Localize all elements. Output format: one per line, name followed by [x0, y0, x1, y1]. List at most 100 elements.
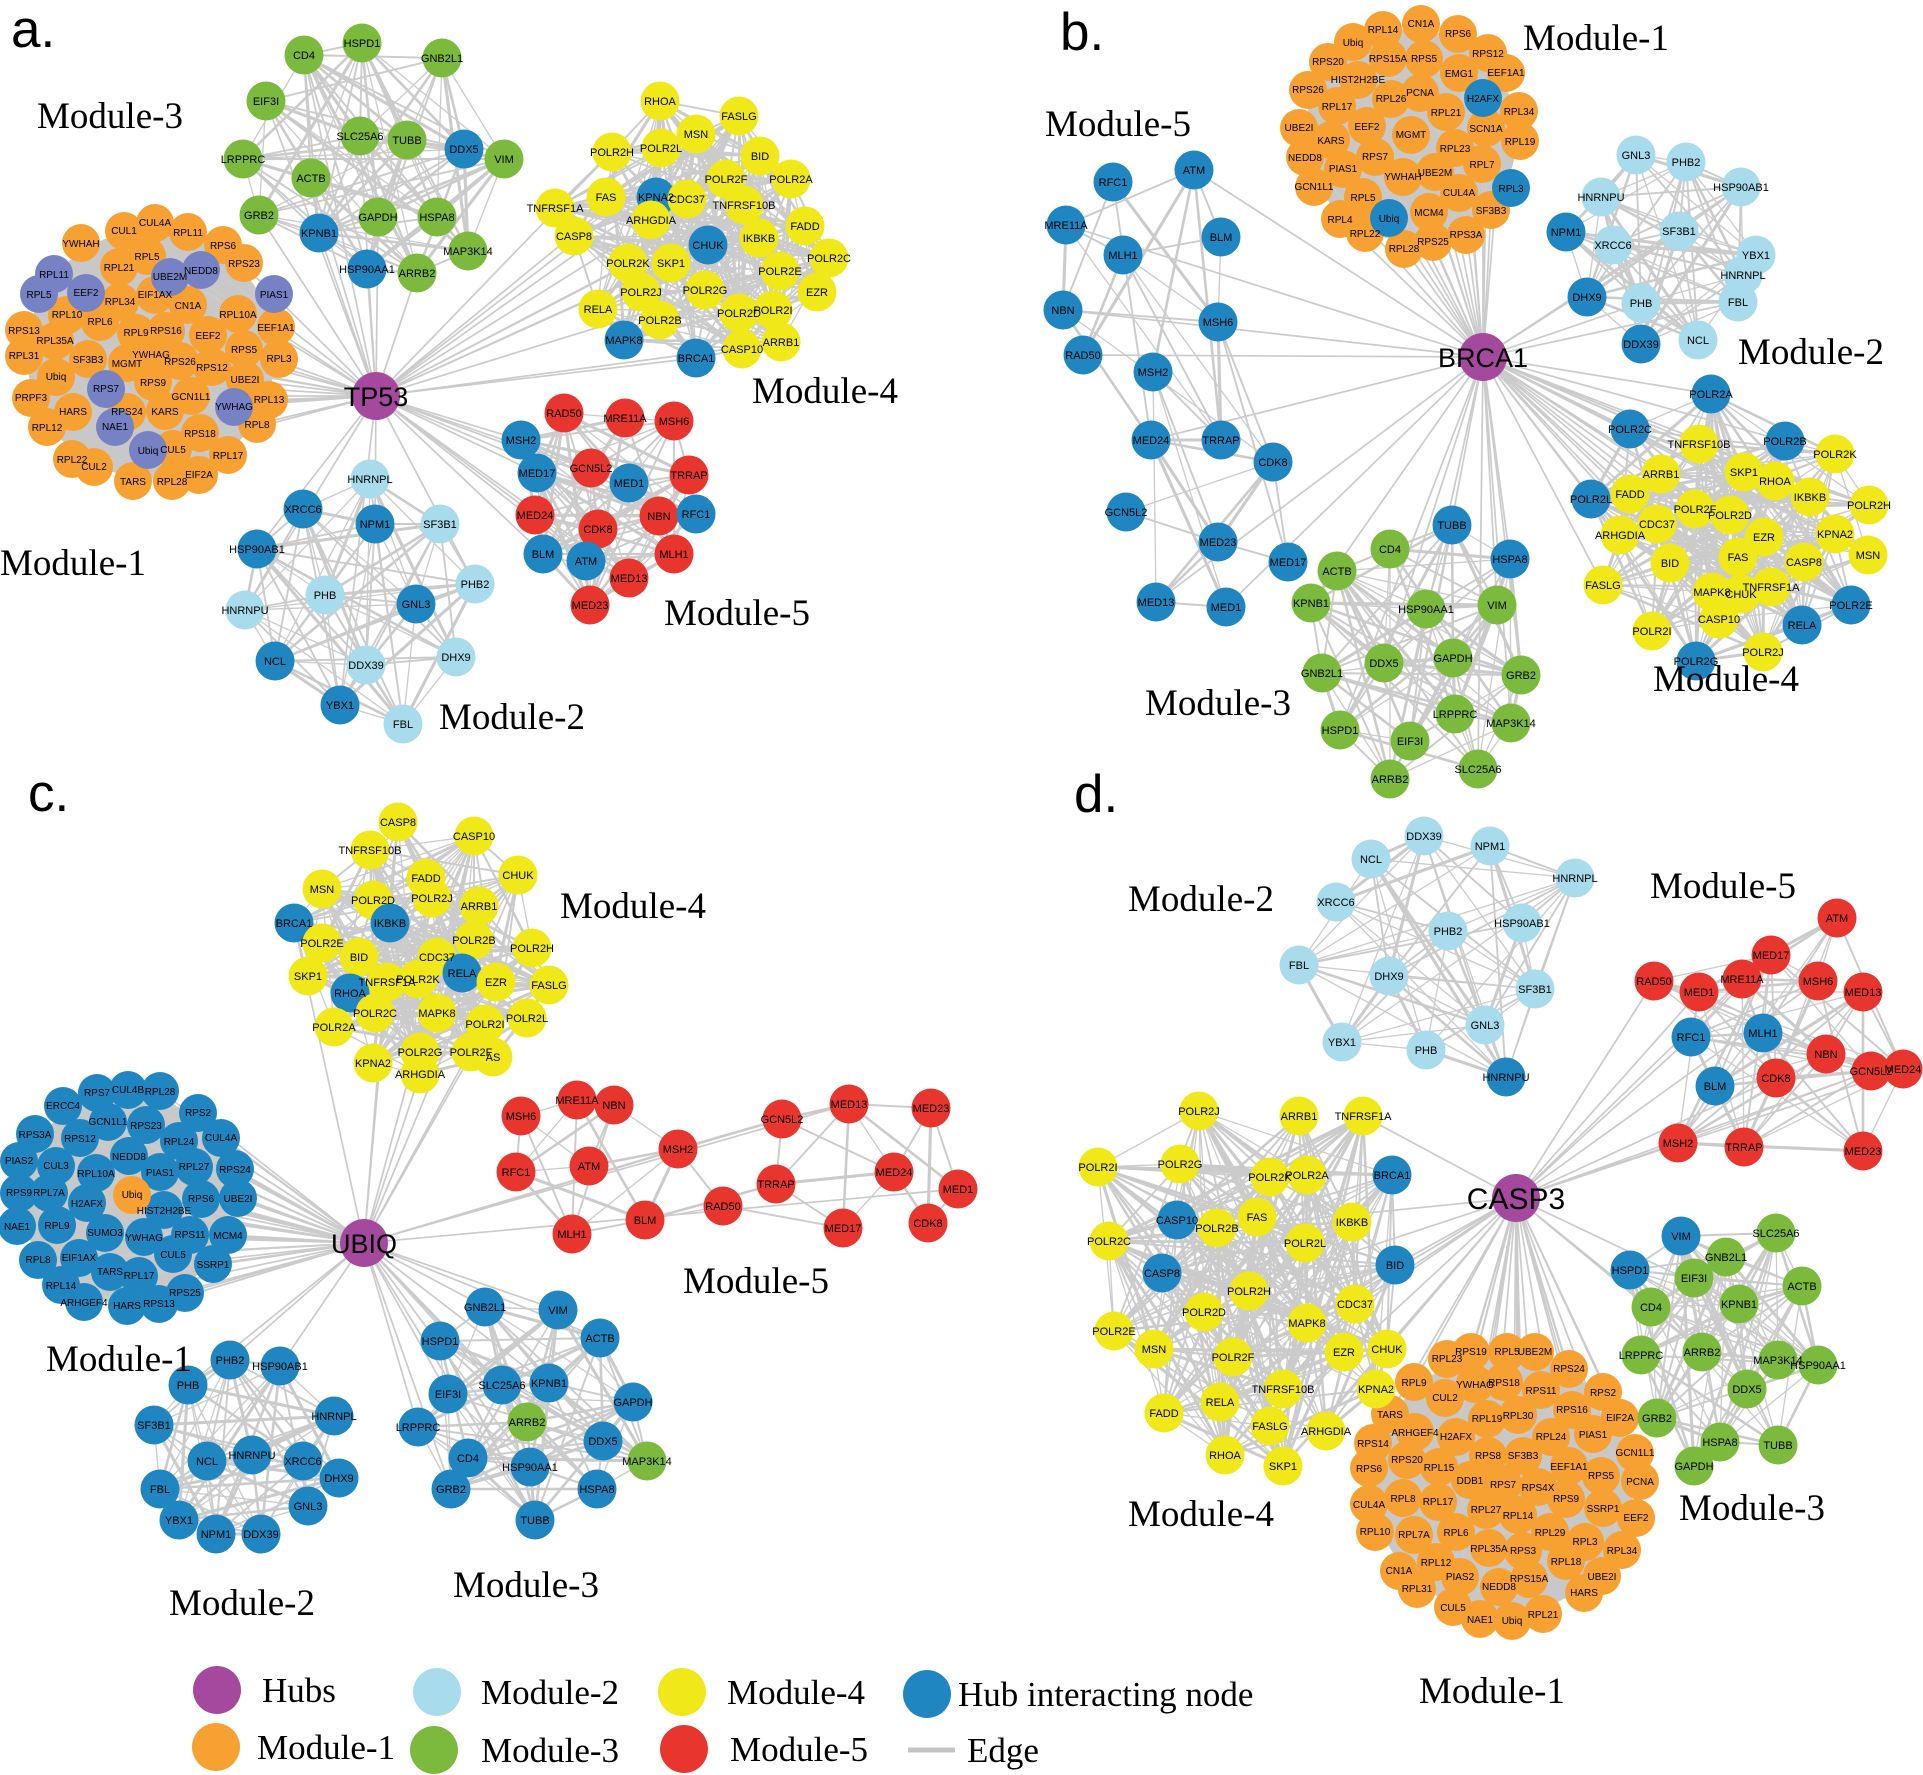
svg-text:NPM1: NPM1 — [201, 1529, 232, 1541]
svg-text:RPL3: RPL3 — [1498, 184, 1523, 195]
svg-text:GNL3: GNL3 — [402, 599, 431, 611]
svg-text:FASLG: FASLG — [721, 111, 756, 123]
svg-text:GNB2L1: GNB2L1 — [421, 53, 463, 65]
svg-text:HSPA8: HSPA8 — [579, 1484, 614, 1496]
svg-text:POLR2D: POLR2D — [351, 895, 395, 907]
svg-text:EEF2: EEF2 — [1354, 122, 1379, 133]
svg-text:HSPD1: HSPD1 — [422, 1336, 459, 1348]
svg-text:EEF1A1: EEF1A1 — [257, 323, 295, 334]
svg-text:TRRAP: TRRAP — [757, 1179, 794, 1191]
svg-text:NEDD8: NEDD8 — [184, 266, 218, 277]
svg-text:SLC25A6: SLC25A6 — [336, 131, 383, 143]
svg-text:Module-5: Module-5 — [683, 1261, 829, 1302]
svg-text:PHB: PHB — [1415, 1045, 1438, 1057]
svg-text:RPS8: RPS8 — [1475, 1451, 1502, 1462]
svg-text:POLR2B: POLR2B — [1195, 1223, 1238, 1235]
svg-text:POLR2H: POLR2H — [1227, 1286, 1271, 1298]
svg-text:POLR2K: POLR2K — [396, 974, 440, 986]
svg-text:EZR: EZR — [1753, 532, 1775, 544]
svg-text:CASP8: CASP8 — [380, 817, 416, 829]
svg-text:RAD50: RAD50 — [546, 408, 581, 420]
svg-text:MCM4: MCM4 — [213, 1231, 243, 1242]
svg-text:YWHAG: YWHAG — [1456, 1380, 1494, 1391]
svg-text:GCN1L1: GCN1L1 — [172, 392, 211, 403]
svg-text:NBN: NBN — [602, 1100, 625, 1112]
svg-text:YWHAH: YWHAH — [62, 239, 99, 250]
svg-text:CUL4A: CUL4A — [1353, 1500, 1386, 1511]
svg-text:Module-2: Module-2 — [439, 697, 585, 738]
svg-text:CDC37: CDC37 — [669, 194, 705, 206]
svg-text:RPS13: RPS13 — [8, 326, 40, 337]
svg-text:RPL12: RPL12 — [32, 423, 63, 434]
svg-text:HSP90AB1: HSP90AB1 — [1713, 182, 1769, 194]
svg-text:RPL9: RPL9 — [1401, 1378, 1426, 1389]
svg-text:RPS2: RPS2 — [1590, 1388, 1617, 1399]
svg-text:GNB2L1: GNB2L1 — [1705, 1252, 1747, 1264]
svg-text:Module-3: Module-3 — [1145, 683, 1291, 724]
svg-text:H2AFX: H2AFX — [1467, 94, 1500, 105]
svg-text:POLR2B: POLR2B — [1763, 436, 1806, 448]
svg-text:RPL3: RPL3 — [266, 354, 291, 365]
svg-text:CASP8: CASP8 — [1144, 1268, 1180, 1280]
svg-text:MED1: MED1 — [943, 1184, 974, 1196]
svg-text:POLR2C: POLR2C — [807, 253, 851, 265]
svg-text:CUL2: CUL2 — [1432, 1393, 1458, 1404]
svg-text:Module-3: Module-3 — [1679, 1488, 1825, 1529]
svg-text:RPL27: RPL27 — [1471, 1505, 1502, 1516]
svg-text:TRRAP: TRRAP — [670, 470, 707, 482]
svg-text:RPL17: RPL17 — [1423, 1497, 1454, 1508]
svg-text:MSN: MSN — [310, 884, 335, 896]
svg-text:GCN5L2: GCN5L2 — [761, 1114, 804, 1126]
svg-text:PHB2: PHB2 — [1672, 157, 1701, 169]
svg-text:NEDD8: NEDD8 — [1482, 1582, 1516, 1593]
svg-text:ACTB: ACTB — [1322, 566, 1351, 578]
svg-text:DDX5: DDX5 — [1369, 658, 1398, 670]
svg-text:MAP3K14: MAP3K14 — [1486, 718, 1536, 730]
svg-text:CDC37: CDC37 — [1337, 1299, 1373, 1311]
svg-text:RPS25: RPS25 — [169, 1288, 201, 1299]
svg-text:RPL28: RPL28 — [157, 477, 188, 488]
svg-text:FBL: FBL — [1289, 960, 1309, 972]
svg-text:FASLG: FASLG — [531, 980, 566, 992]
svg-text:ARHGEF4: ARHGEF4 — [60, 1298, 108, 1309]
svg-text:ARRB2: ARRB2 — [399, 268, 436, 280]
svg-text:RPL10: RPL10 — [52, 310, 83, 321]
svg-text:MLH1: MLH1 — [1748, 1028, 1777, 1040]
svg-text:IKBKB: IKBKB — [743, 233, 775, 245]
svg-text:VIM: VIM — [548, 1305, 568, 1317]
svg-text:PIAS2: PIAS2 — [5, 1156, 34, 1167]
svg-text:NEDD8: NEDD8 — [1288, 153, 1322, 164]
svg-text:RPL28: RPL28 — [1389, 244, 1420, 255]
svg-text:FBL: FBL — [393, 719, 413, 731]
svg-text:GCN1L1: GCN1L1 — [1295, 182, 1334, 193]
svg-text:ACTB: ACTB — [1787, 1281, 1816, 1293]
svg-text:POLR2C: POLR2C — [1608, 424, 1652, 436]
svg-text:Ubiq: Ubiq — [1379, 214, 1400, 225]
svg-text:ACTB: ACTB — [585, 1333, 614, 1345]
svg-text:KPNA2: KPNA2 — [1817, 529, 1853, 541]
svg-text:RPS13: RPS13 — [143, 1299, 175, 1310]
svg-text:EIF1AX: EIF1AX — [62, 1253, 97, 1264]
svg-text:RPL30: RPL30 — [1503, 1411, 1534, 1422]
svg-text:RPL6: RPL6 — [87, 317, 112, 328]
svg-text:Module-5: Module-5 — [664, 593, 810, 634]
svg-text:CUL1: CUL1 — [111, 226, 137, 237]
svg-text:MGMT: MGMT — [1396, 130, 1427, 141]
svg-text:CASP10: CASP10 — [1698, 614, 1740, 626]
svg-text:POLR2L: POLR2L — [640, 143, 682, 155]
svg-text:GAPDH: GAPDH — [1674, 1461, 1713, 1473]
svg-text:RPL19: RPL19 — [1505, 137, 1536, 148]
svg-text:HSP90AA1: HSP90AA1 — [1790, 1360, 1846, 1372]
svg-text:ARRB1: ARRB1 — [1281, 1111, 1318, 1123]
svg-text:POLR2J: POLR2J — [1178, 1106, 1220, 1118]
svg-text:RPL8: RPL8 — [244, 420, 269, 431]
svg-text:CHUK: CHUK — [502, 870, 534, 882]
svg-text:IKBKB: IKBKB — [1794, 492, 1826, 504]
svg-text:POLR2D: POLR2D — [717, 308, 761, 320]
svg-text:YBX1: YBX1 — [1742, 250, 1770, 262]
svg-text:MED24: MED24 — [517, 510, 554, 522]
svg-text:GRB2: GRB2 — [1642, 1413, 1672, 1425]
svg-text:DDX39: DDX39 — [1406, 831, 1441, 843]
svg-text:RHOA: RHOA — [334, 988, 366, 1000]
svg-text:MLH1: MLH1 — [659, 549, 688, 561]
